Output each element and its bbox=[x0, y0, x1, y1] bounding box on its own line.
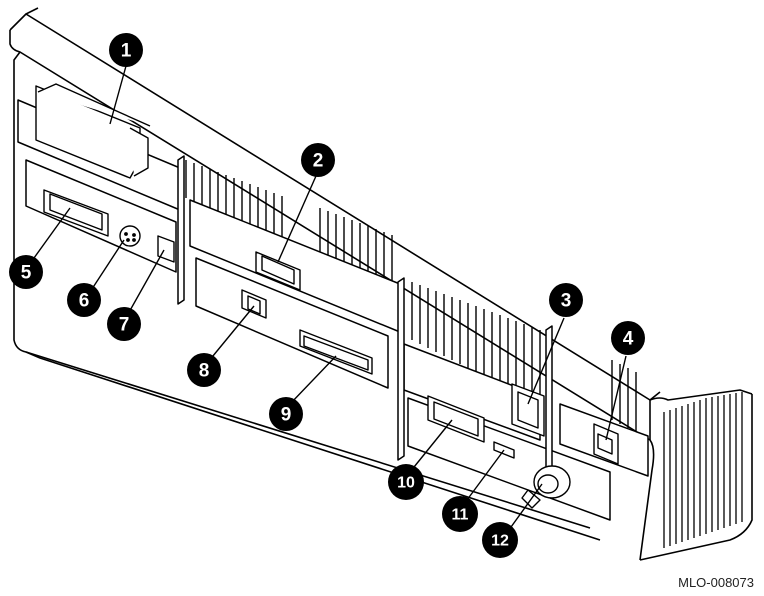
svg-text:11: 11 bbox=[452, 507, 469, 524]
leader-line-8 bbox=[207, 305, 255, 363]
leader-lines bbox=[33, 65, 627, 535]
svg-text:6: 6 bbox=[79, 291, 90, 312]
connectors bbox=[35, 83, 619, 509]
leader-line-10 bbox=[409, 419, 453, 473]
svg-text:1: 1 bbox=[121, 41, 132, 62]
callout-2: 2 bbox=[301, 143, 335, 177]
callout-4: 4 bbox=[611, 321, 645, 355]
leader-line-3 bbox=[527, 317, 565, 405]
vent-grille-endcap bbox=[663, 392, 743, 548]
svg-text:4: 4 bbox=[623, 329, 634, 350]
callout-8: 8 bbox=[187, 353, 221, 387]
svg-text:9: 9 bbox=[281, 405, 292, 426]
svg-text:8: 8 bbox=[199, 361, 210, 382]
figure-reference-id: MLO-008073 bbox=[678, 575, 754, 590]
callout-9: 9 bbox=[269, 397, 303, 431]
callout-11: 11 bbox=[442, 496, 478, 532]
callout-3: 3 bbox=[549, 283, 583, 317]
svg-text:12: 12 bbox=[491, 533, 509, 550]
leader-line-2 bbox=[277, 175, 317, 263]
port-6 bbox=[119, 225, 141, 247]
svg-text:10: 10 bbox=[397, 475, 415, 492]
svg-text:2: 2 bbox=[313, 151, 324, 172]
callout-10: 10 bbox=[388, 464, 424, 500]
svg-text:5: 5 bbox=[21, 263, 32, 284]
callout-12: 12 bbox=[482, 522, 518, 558]
leader-line-5 bbox=[33, 207, 71, 259]
svg-text:3: 3 bbox=[561, 291, 572, 312]
leader-line-11 bbox=[463, 449, 505, 505]
callout-6: 6 bbox=[67, 283, 101, 317]
callout-5: 5 bbox=[9, 255, 43, 289]
leader-line-6 bbox=[89, 239, 125, 293]
callout-1: 1 bbox=[109, 33, 143, 67]
callouts: 1 2 3 4 5 6 7 8 9 10 11 12 bbox=[9, 33, 645, 558]
leader-line-7 bbox=[127, 249, 165, 315]
vent-grille-right bbox=[411, 282, 637, 432]
leader-line-1 bbox=[109, 65, 127, 125]
leader-line-9 bbox=[289, 355, 337, 405]
callout-7: 7 bbox=[107, 307, 141, 341]
leader-line-12 bbox=[505, 483, 543, 535]
port-7 bbox=[157, 235, 175, 263]
leader-line-4 bbox=[605, 355, 627, 441]
svg-text:7: 7 bbox=[119, 315, 130, 336]
